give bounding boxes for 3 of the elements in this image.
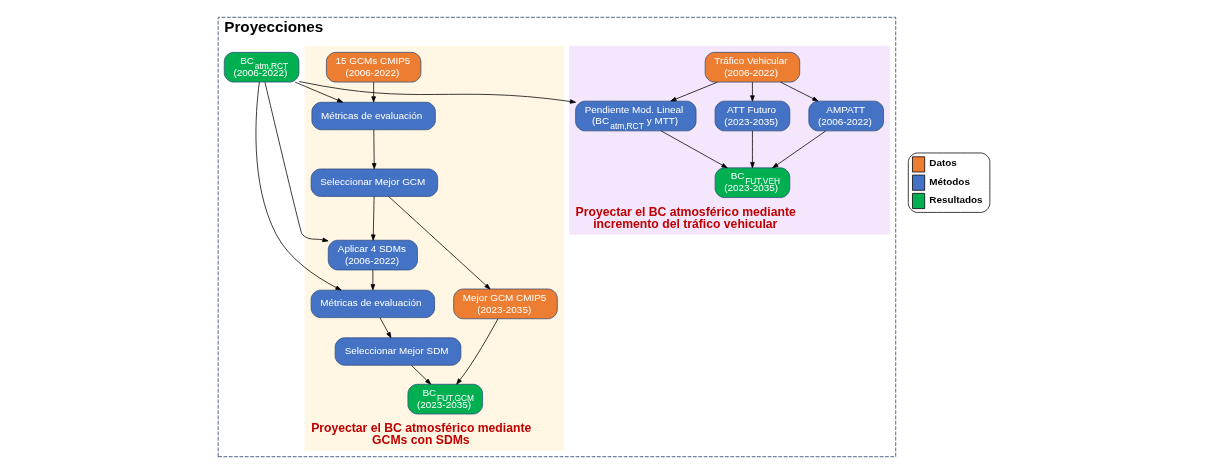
legend-label: Resultados bbox=[929, 193, 983, 205]
legend-label: Datos bbox=[929, 157, 957, 169]
legend-label: Métodos bbox=[929, 175, 970, 187]
